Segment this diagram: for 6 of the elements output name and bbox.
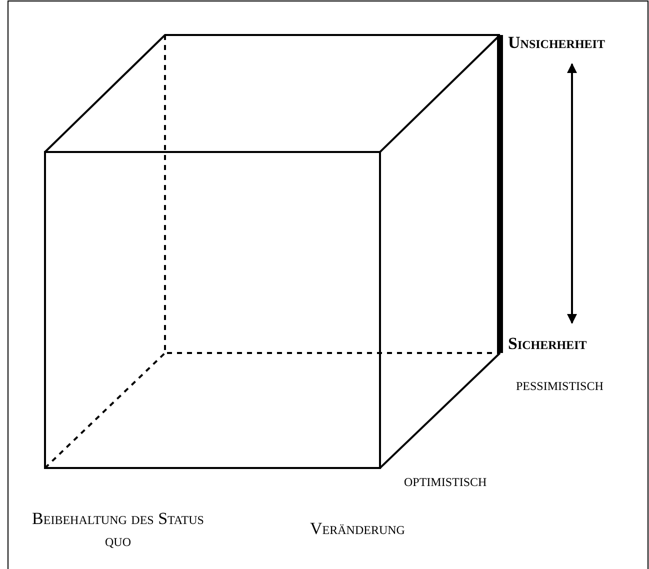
axis-label: Unsicherheit xyxy=(508,32,605,54)
axis-label: pessimistisch xyxy=(516,374,604,396)
axis-label: Beibehaltung des Status quo xyxy=(31,508,205,552)
axis-label: Veränderung xyxy=(310,518,405,540)
axis-label: Sicherheit xyxy=(508,333,587,355)
axis-label: optimistisch xyxy=(404,470,487,492)
